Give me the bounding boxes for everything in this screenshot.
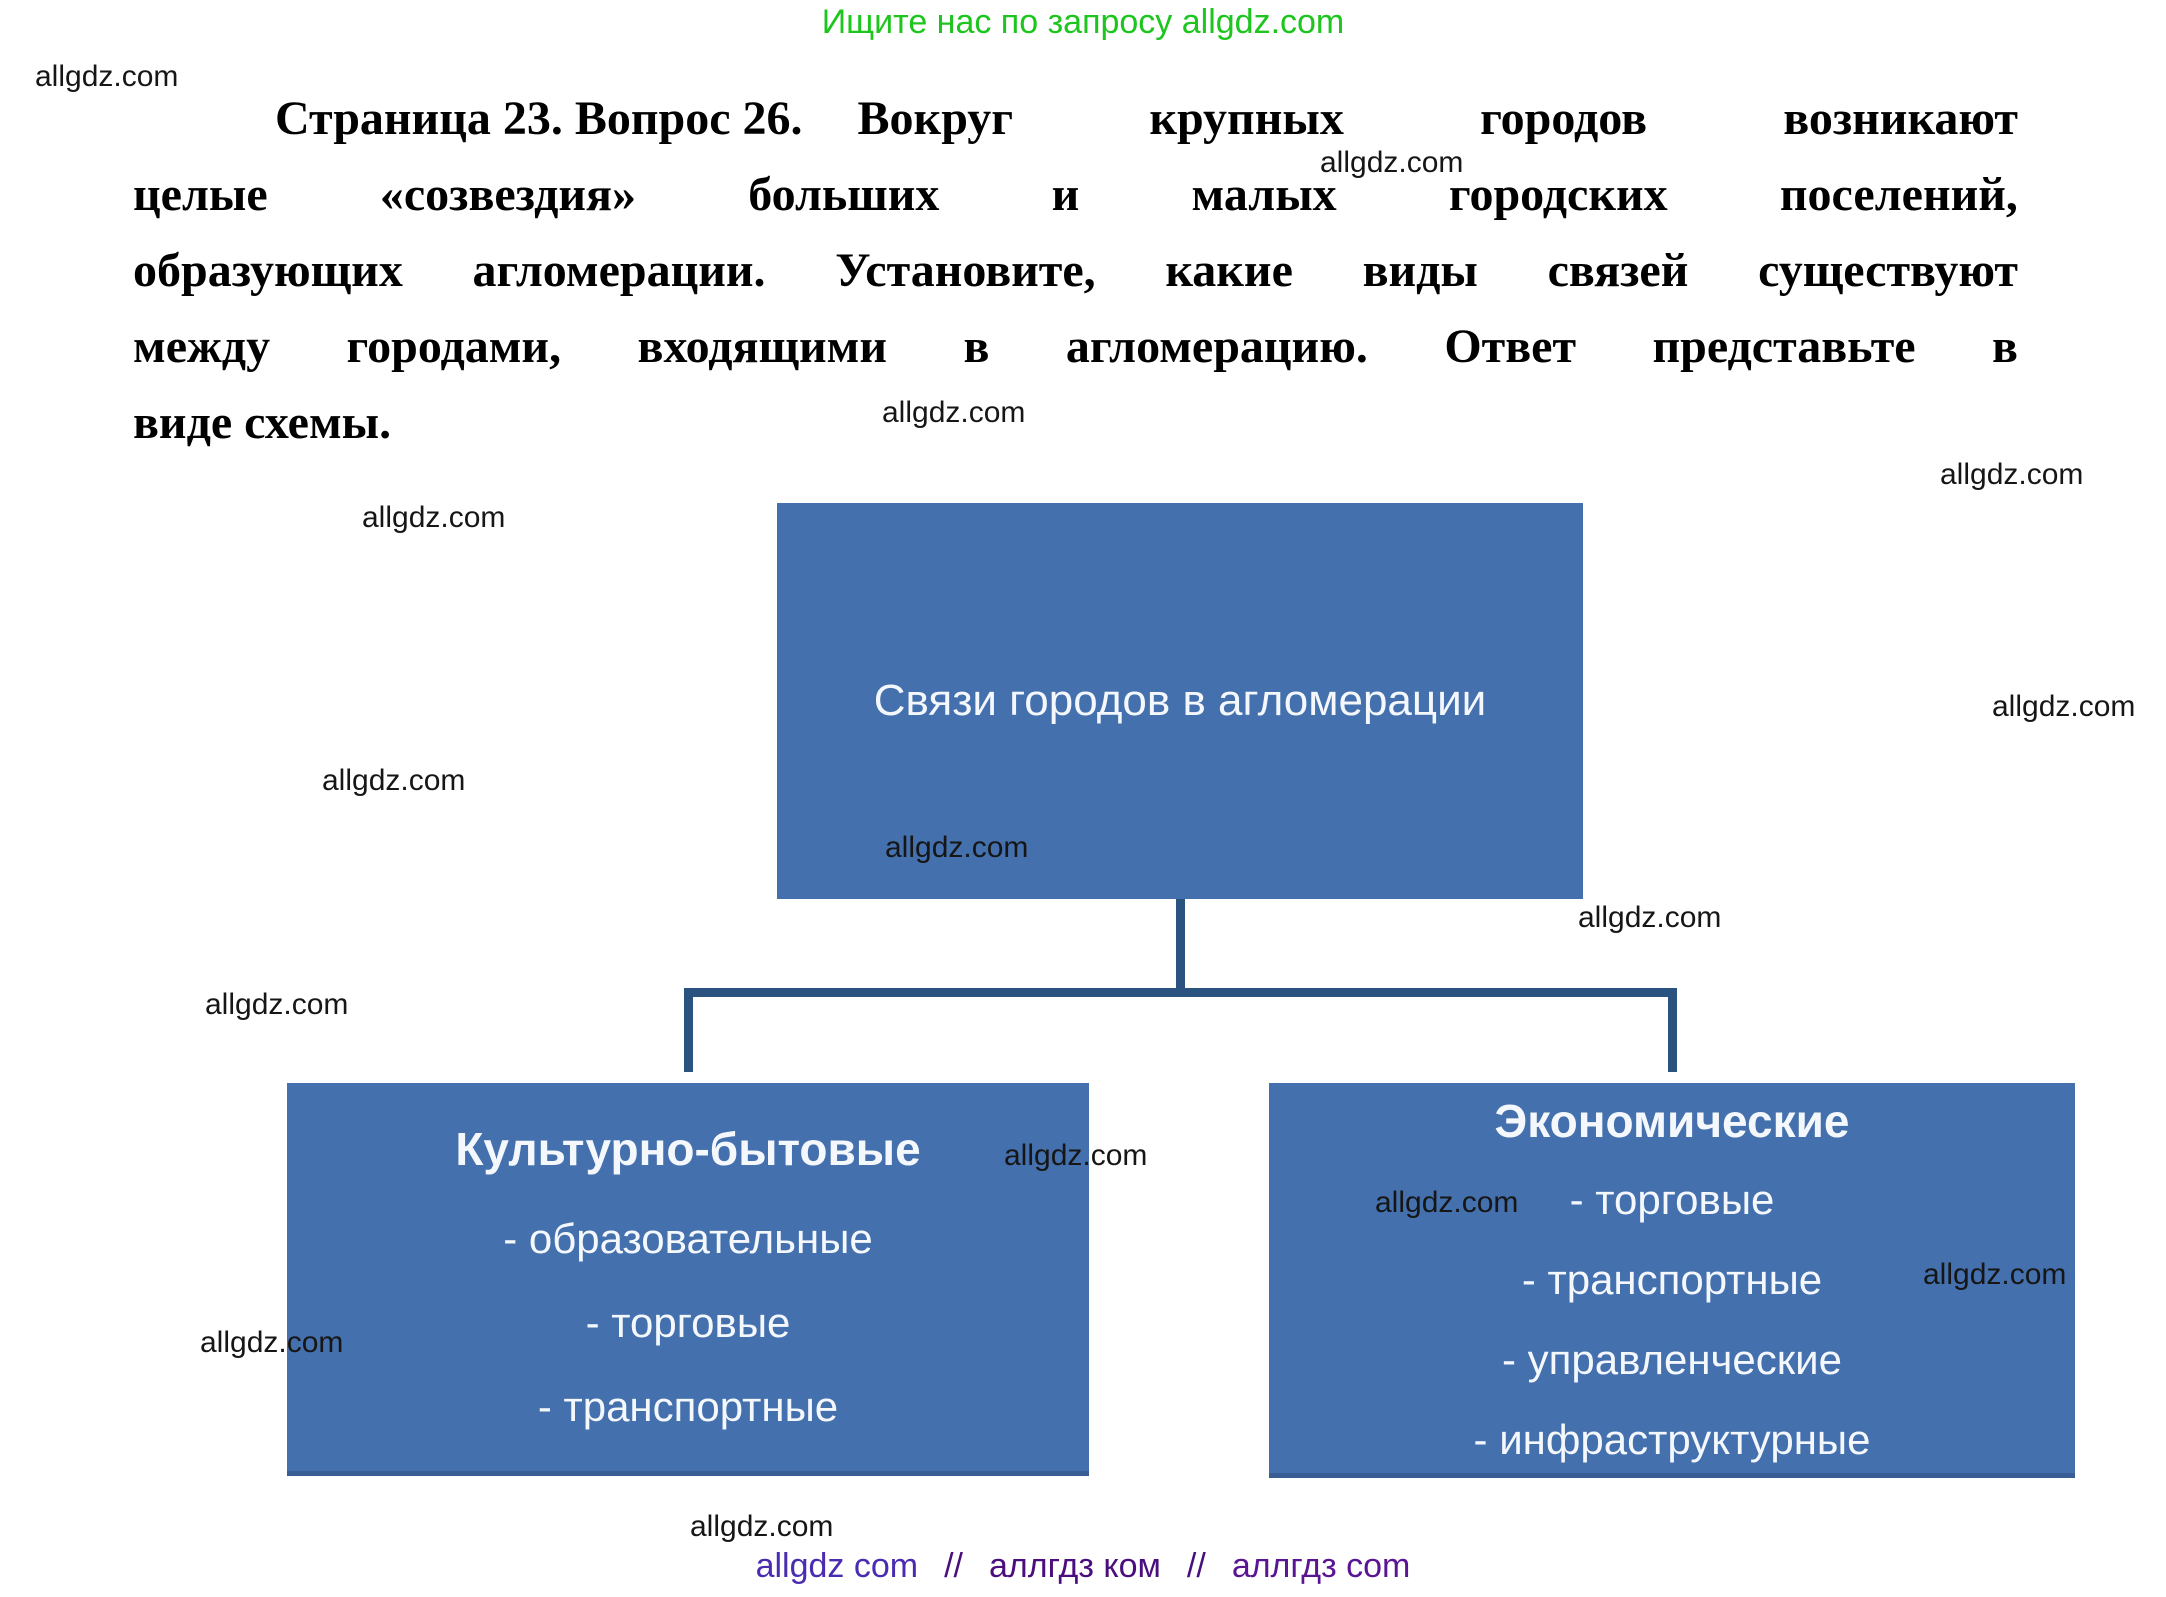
connector-root-stub	[1176, 899, 1185, 988]
connector-left-vertical	[684, 988, 693, 1072]
diagram-left-title: Культурно-бытовые	[455, 1123, 921, 1175]
watermark: allgdz.com	[885, 831, 1029, 864]
watermark: allgdz.com	[1320, 146, 1464, 179]
footer-link[interactable]: аллгдз ком	[989, 1547, 1161, 1585]
footer-link[interactable]: аллгдз com	[1231, 1547, 1411, 1585]
diagram-left-box: Культурно-бытовые - образовательные - то…	[287, 1083, 1089, 1476]
watermark: allgdz.com	[1923, 1258, 2067, 1291]
question-line-5: виде схемы.	[133, 396, 392, 449]
watermark: allgdz.com	[1375, 1186, 1519, 1219]
list-item: - транспортные	[1521, 1256, 1823, 1303]
watermark: allgdz.com	[35, 60, 179, 93]
list-item: - образовательные	[503, 1215, 873, 1262]
watermark: allgdz.com	[690, 1510, 834, 1543]
question-number: Страница 23. Вопрос 26.	[275, 92, 803, 145]
watermark: allgdz.com	[200, 1326, 344, 1359]
watermark: allgdz.com	[1578, 901, 1722, 934]
footer-separator: //	[944, 1547, 964, 1585]
diagram-root-title: Связи городов в агломерации	[873, 676, 1487, 725]
watermark: allgdz.com	[1004, 1139, 1148, 1172]
diagram-right-title: Экономические	[1494, 1095, 1850, 1147]
watermark: allgdz.com	[322, 764, 466, 797]
list-item: - управленческие	[1502, 1336, 1842, 1383]
watermark: allgdz.com	[1940, 458, 2084, 491]
footer-separator: //	[1186, 1547, 1206, 1585]
diagram-right-box: Экономические - торговые - транспортные …	[1269, 1083, 2075, 1478]
diagram-right-items: - торговые - транспортные - управленческ…	[1269, 1160, 2075, 1480]
watermark: allgdz.com	[362, 501, 506, 534]
watermark: allgdz.com	[205, 988, 349, 1021]
footer-site-links: allgdz com // аллгдз ком // аллгдз com	[0, 1544, 2166, 1588]
footer-link[interactable]: allgdz com	[755, 1547, 919, 1585]
connector-horizontal	[684, 988, 1677, 997]
list-item: - инфраструктурные	[1473, 1416, 1871, 1463]
connector-right-vertical	[1668, 988, 1677, 1072]
list-item: - транспортные	[537, 1383, 839, 1430]
list-item: - торговые	[1569, 1176, 1775, 1223]
watermark: allgdz.com	[882, 396, 1026, 429]
list-item: - торговые	[585, 1299, 791, 1346]
promo-banner: Ищите нас по запросу allgdz.com	[821, 3, 1345, 41]
watermark: allgdz.com	[1992, 690, 2136, 723]
diagram-left-items: - образовательные - торговые - транспорт…	[287, 1197, 1089, 1449]
diagram-root-box: Связи городов в агломерации	[777, 503, 1583, 899]
